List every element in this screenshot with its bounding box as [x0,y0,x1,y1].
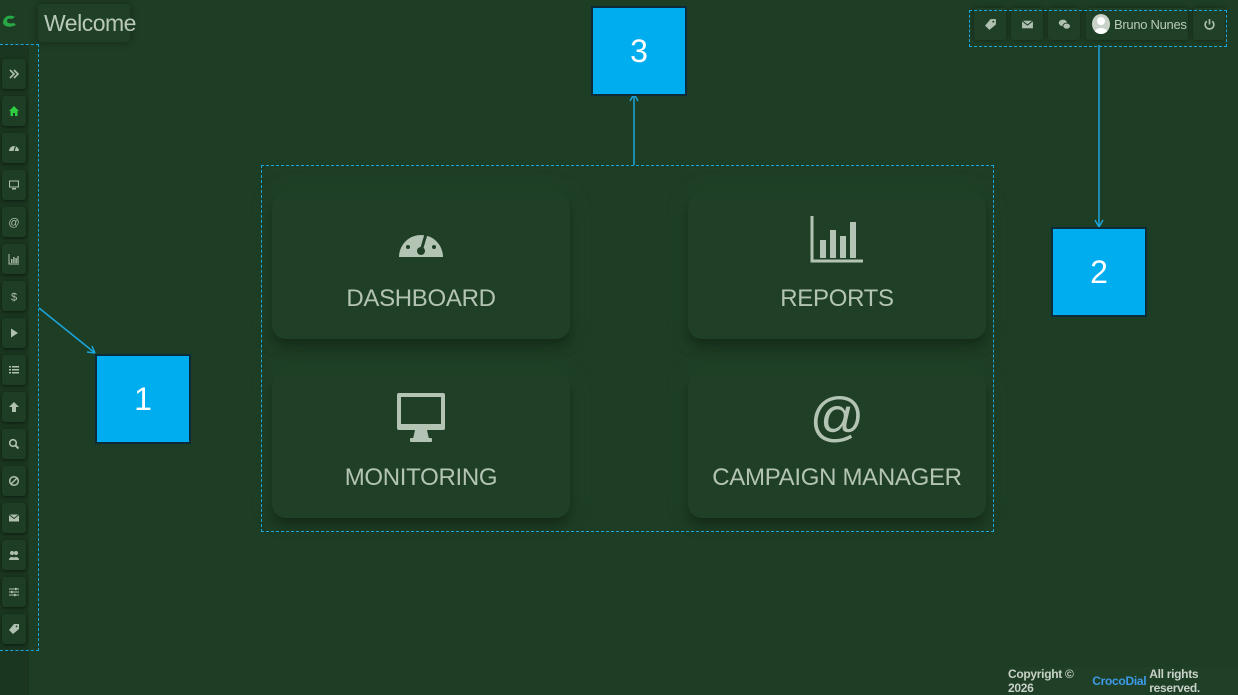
chat-button[interactable] [1048,8,1080,40]
sidebar-item-home[interactable] [2,96,26,126]
reports-card-label: REPORTS [780,285,894,312]
page-title-box: Welcome [38,4,136,42]
dashboard-card-label: DASHBOARD [346,285,496,312]
sidebar-item-monitoring[interactable] [2,170,26,200]
campaign-manager-card[interactable]: @ CAMPAIGN MANAGER [688,372,986,518]
sidebar-item-users[interactable] [2,540,26,570]
power-icon [1203,18,1215,30]
campaign-manager-card-label: CAMPAIGN MANAGER [712,464,962,491]
at-sign-icon: @ [8,217,19,228]
reports-card[interactable]: REPORTS [688,193,986,339]
ban-icon [8,475,20,487]
annotation-region-topbar [969,10,1227,47]
svg-text:$: $ [11,292,17,303]
footer-brand-link[interactable]: CrocoDial [1092,674,1147,688]
tag-icon [984,18,996,30]
dollar-icon: $ [11,292,17,303]
home-icon [9,106,19,116]
sidebar-item-billing[interactable]: $ [2,281,26,311]
tags-button[interactable] [974,8,1006,40]
annotation-label-3: 3 [591,6,687,96]
sidebar-item-blocked[interactable] [2,466,26,496]
svg-text:@: @ [8,217,19,228]
monitor-icon [393,390,449,446]
at-sign-icon: @ [809,390,865,446]
arrow-up-icon [9,402,19,412]
envelope-icon [1021,19,1033,28]
page-title: Welcome [44,10,136,36]
top-toolbar: Bruno Nunes [972,6,1226,42]
sidebar: @ $ [0,44,29,695]
svg-text:@: @ [812,392,862,444]
footer-rights: All rights reserved. [1149,667,1200,695]
sliders-icon [9,587,19,597]
sidebar-item-reports[interactable] [2,244,26,274]
sidebar-item-settings[interactable] [2,577,26,607]
sidebar-item-tags[interactable] [2,614,26,644]
annotation-label-1: 1 [95,354,191,444]
user-name: Bruno Nunes [1114,17,1187,32]
bar-chart-icon [809,211,865,267]
logout-button[interactable] [1193,8,1225,40]
sidebar-item-campaign[interactable]: @ [2,207,26,237]
sidebar-item-list[interactable] [2,355,26,385]
dashboard-gauge-icon [9,146,19,152]
user-menu-button[interactable]: Bruno Nunes [1086,8,1188,40]
play-icon [11,328,18,338]
sidebar-item-messages[interactable] [2,503,26,533]
sidebar-item-play[interactable] [2,318,26,348]
sidebar-item-upload[interactable] [2,392,26,422]
annotation-region-sidebar [0,44,39,651]
users-icon [9,551,19,560]
avatar [1092,14,1110,34]
tag-icon [9,624,19,634]
monitor-icon [9,180,19,190]
crocodial-logo-icon[interactable] [0,8,22,34]
footer: Copyright © 2026 CrocoDial All rights re… [1008,667,1238,695]
bar-chart-icon [8,254,19,265]
monitoring-card-label: MONITORING [344,464,498,491]
footer-copyright: Copyright © 2026 [1008,667,1074,695]
dashboard-card[interactable]: DASHBOARD [272,193,570,339]
dashboard-gauge-icon [393,211,449,267]
list-icon [9,366,19,374]
envelope-icon [8,514,20,522]
sidebar-item-dashboard[interactable] [2,133,26,163]
sidebar-expand-button[interactable] [2,59,26,89]
annotation-region-cards [261,165,994,532]
search-icon [8,438,20,450]
sidebar-item-search[interactable] [2,429,26,459]
messages-button[interactable] [1011,8,1043,40]
chat-icon [1058,19,1071,30]
annotation-label-2: 2 [1051,227,1147,317]
double-chevron-right-icon [9,69,20,79]
monitoring-card[interactable]: MONITORING [272,372,570,518]
